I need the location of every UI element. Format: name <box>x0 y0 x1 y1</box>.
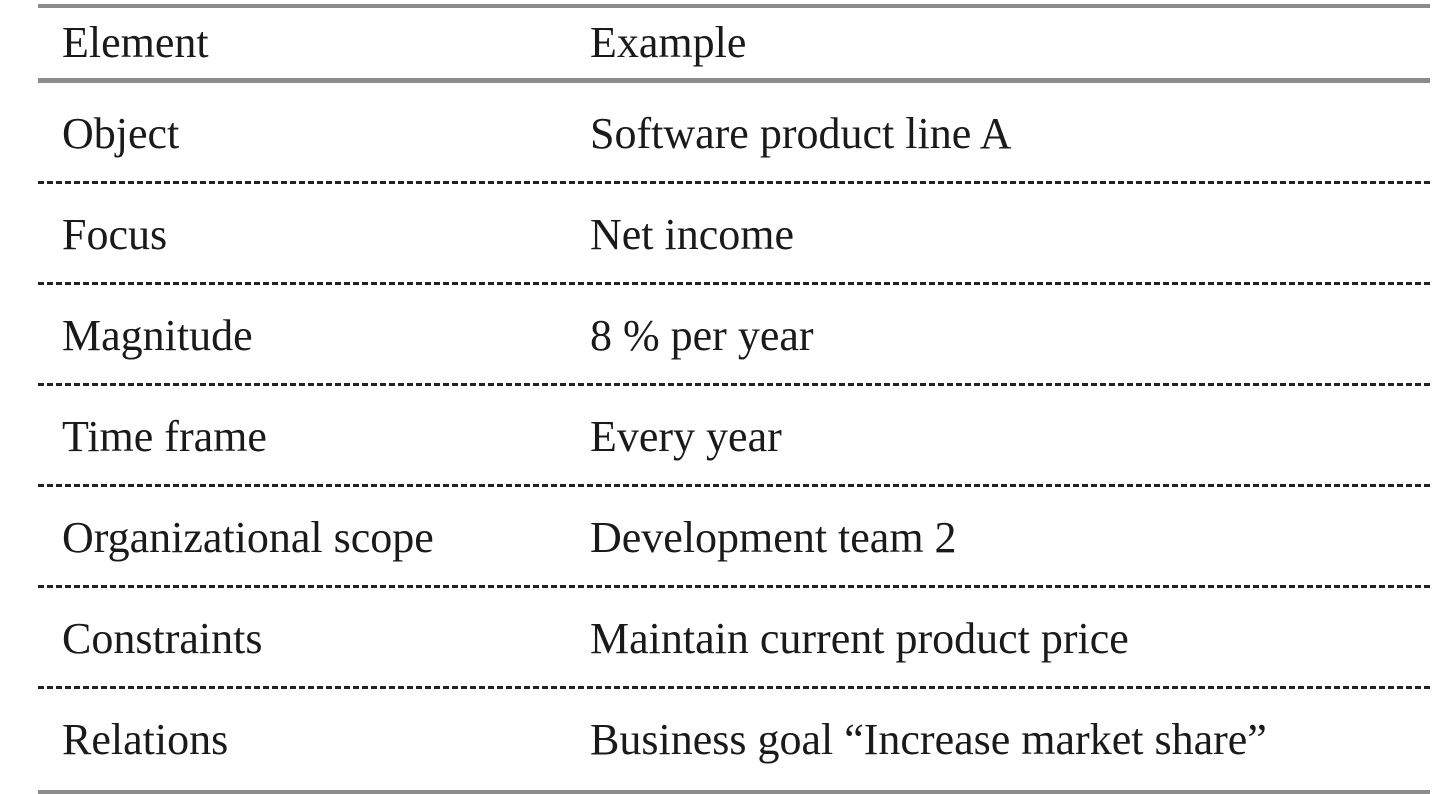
example-cell: Software product line A <box>590 108 1012 158</box>
table-row: Magnitude 8 % per year <box>38 285 1430 386</box>
goal-elements-table: Element Example Object Software product … <box>38 0 1430 794</box>
example-cell: Business goal “Increase market share” <box>590 714 1267 764</box>
table-header-rule <box>38 78 1430 83</box>
example-cell: 8 % per year <box>590 310 814 360</box>
table-row: Organizational scope Development team 2 <box>38 487 1430 588</box>
table-top-rule <box>38 4 1430 8</box>
table-row: Object Software product line A <box>38 83 1430 184</box>
element-cell: Organizational scope <box>62 512 434 562</box>
table-row: Constraints Maintain current product pri… <box>38 588 1430 689</box>
example-cell: Maintain current product price <box>590 613 1129 663</box>
table-header-row: Element Example <box>38 8 1430 78</box>
example-cell: Net income <box>590 209 795 259</box>
table-row: Focus Net income <box>38 184 1430 285</box>
element-cell: Time frame <box>62 411 267 461</box>
example-cell: Development team 2 <box>590 512 957 562</box>
header-element: Element <box>62 18 209 67</box>
header-example: Example <box>590 18 747 67</box>
element-cell: Focus <box>62 209 168 259</box>
element-cell: Constraints <box>62 613 263 663</box>
table-row: Relations Business goal “Increase market… <box>38 689 1430 790</box>
table-row: Time frame Every year <box>38 386 1430 487</box>
example-cell: Every year <box>590 411 782 461</box>
element-cell: Object <box>62 108 180 158</box>
element-cell: Relations <box>62 714 229 764</box>
element-cell: Magnitude <box>62 310 253 360</box>
table-bottom-rule <box>38 790 1430 794</box>
